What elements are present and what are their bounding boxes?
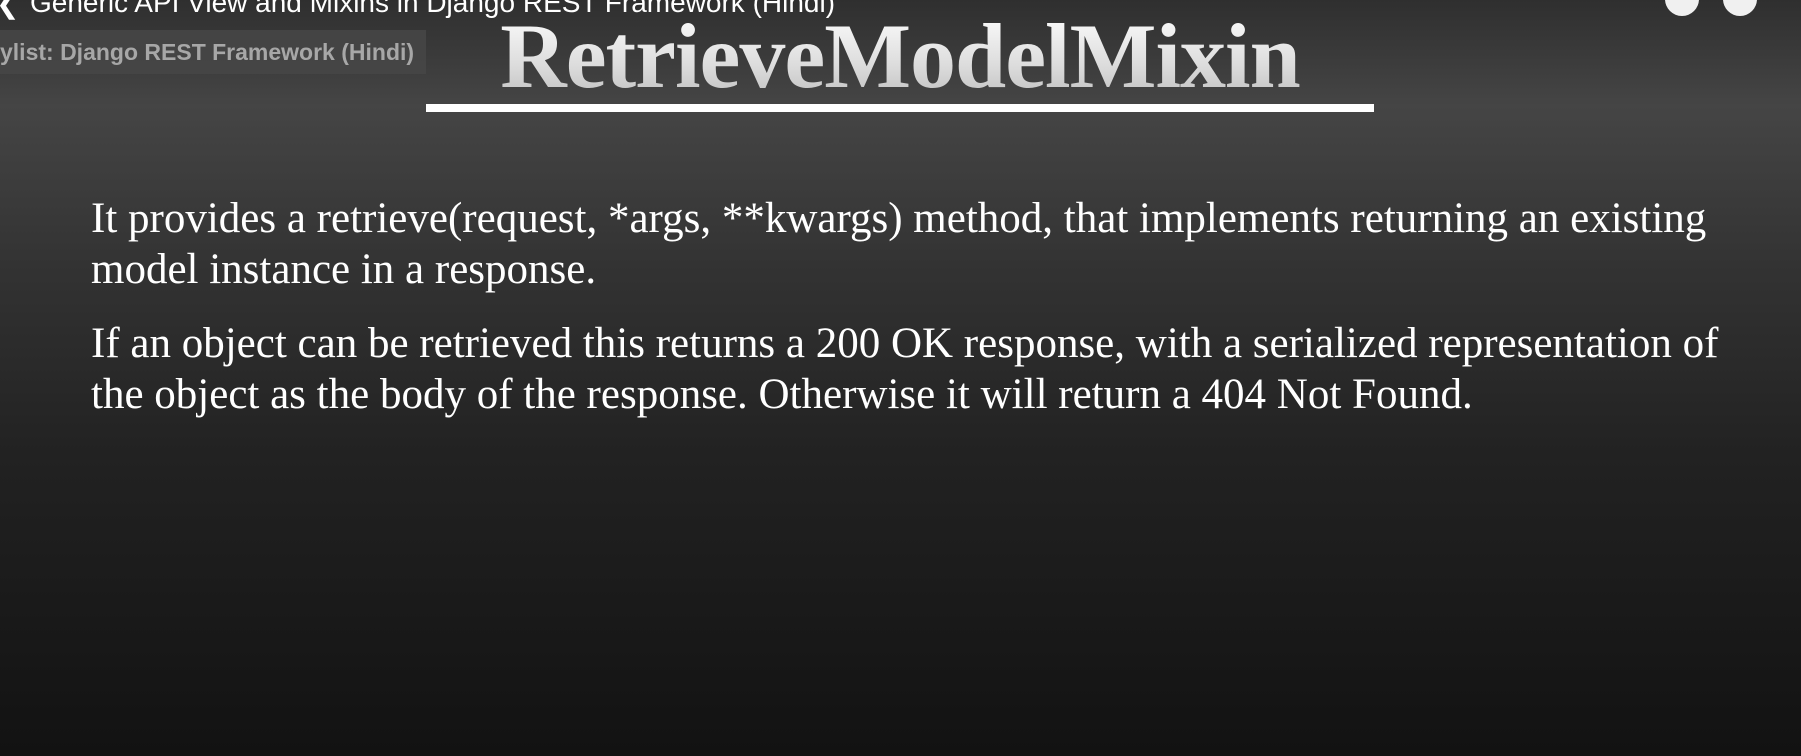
slide-paragraph-2: If an object can be retrieved this retur… [91,320,1719,418]
clock-icon[interactable] [1665,0,1699,16]
share-icon[interactable] [1723,0,1757,16]
chevron-left-icon[interactable]: ❮ [0,0,19,18]
title-underline [426,104,1374,112]
slide-title: RetrieveModelMixin [426,8,1374,104]
slide-paragraph-1: It provides a retrieve(request, *args, *… [91,195,1707,293]
playlist-label[interactable]: ylist: Django REST Framework (Hindi) [0,30,427,74]
player-top-bar: ❮ Generic API View and Mixins in Django … [0,0,1801,18]
top-right-controls [1665,0,1757,16]
video-title[interactable]: Generic API View and Mixins in Django RE… [30,0,835,18]
